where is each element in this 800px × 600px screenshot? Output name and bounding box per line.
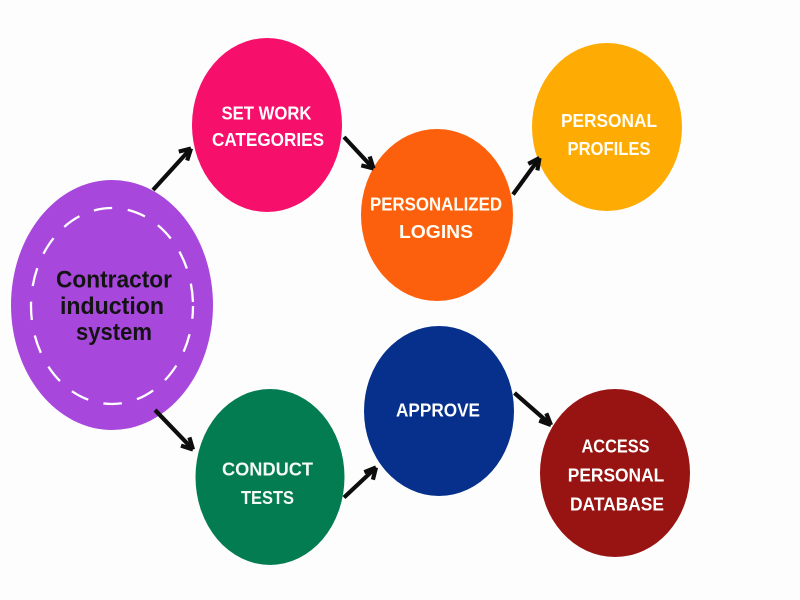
svg-text:ACCESS: ACCESS: [582, 437, 650, 457]
svg-text:PERSONAL: PERSONAL: [561, 111, 657, 131]
svg-text:induction: induction: [60, 293, 164, 320]
svg-text:Contractor: Contractor: [56, 267, 172, 294]
svg-text:DATABASE: DATABASE: [570, 495, 664, 515]
svg-text:LOGINS: LOGINS: [399, 222, 473, 242]
svg-text:PERSONAL: PERSONAL: [568, 466, 665, 486]
svg-text:PROFILES: PROFILES: [568, 139, 651, 159]
svg-text:PERSONALIZED: PERSONALIZED: [370, 195, 502, 215]
svg-text:system: system: [76, 319, 152, 346]
svg-text:SET WORK: SET WORK: [222, 104, 312, 124]
svg-text:TESTS: TESTS: [241, 488, 294, 508]
svg-text:APPROVE: APPROVE: [396, 401, 480, 421]
svg-text:CONDUCT: CONDUCT: [222, 459, 313, 479]
svg-text:CATEGORIES: CATEGORIES: [212, 130, 324, 150]
